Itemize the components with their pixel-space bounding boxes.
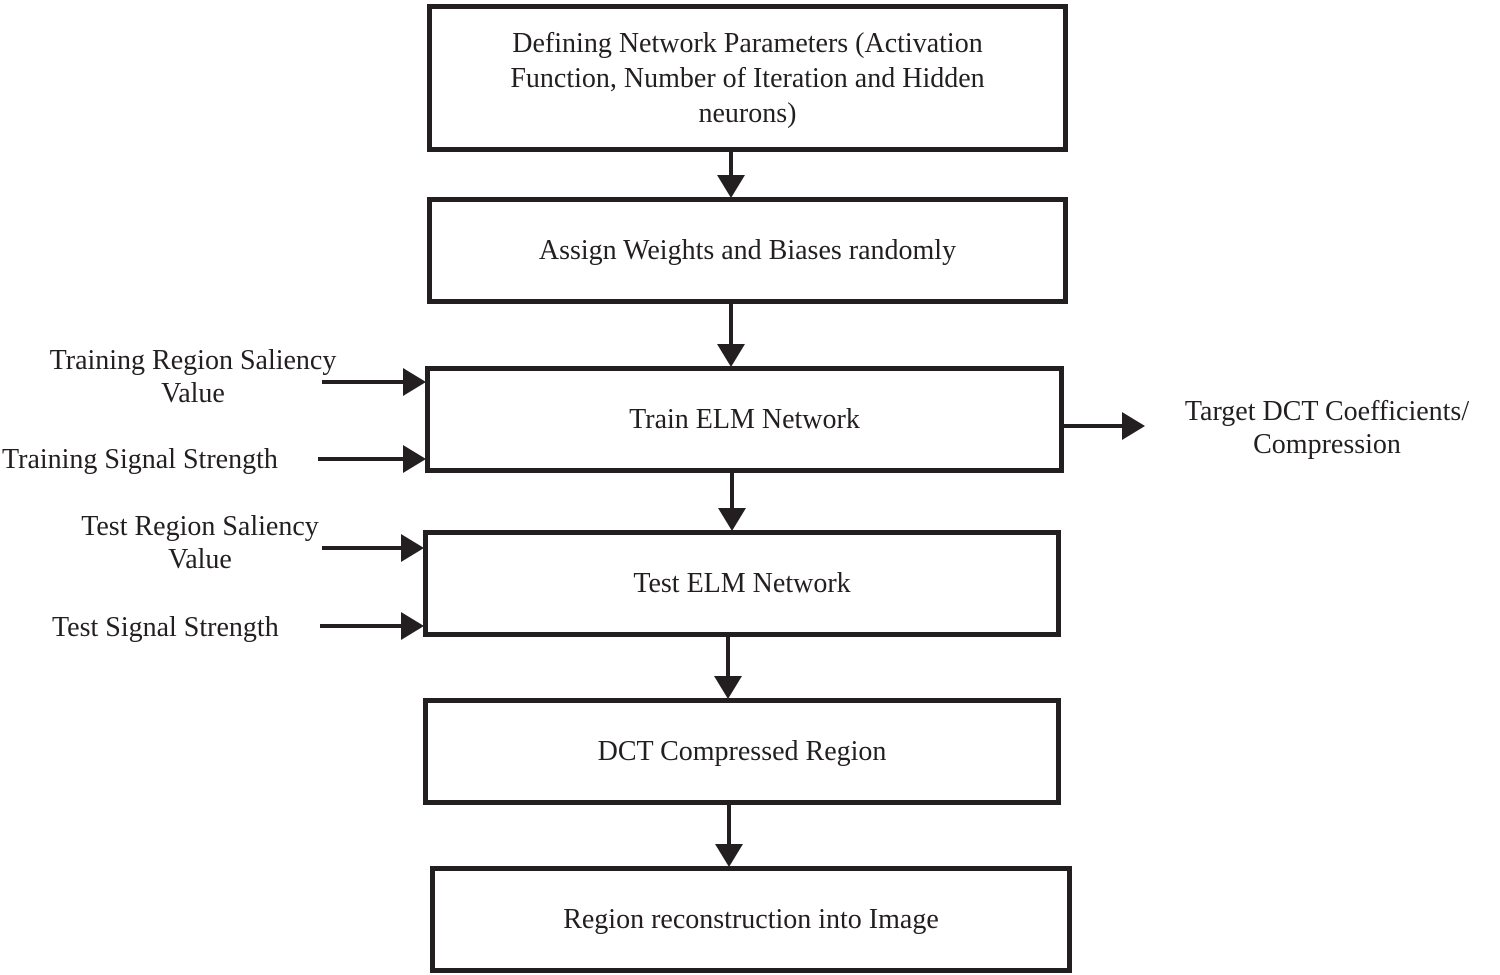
arrow-down-icon [714,636,742,699]
arrow-down-icon [718,472,746,531]
arrow-stem [322,380,408,384]
arrow-head [714,676,742,699]
flow-box-label: Assign Weights and Biases randomly [538,235,957,266]
input-label-test-signal-strength: Test Signal Strength [52,612,279,643]
arrow-stem [1063,424,1127,428]
input-label-training-signal-strength: Training Signal Strength [2,444,278,475]
arrow-right-icon [322,368,426,396]
flow-box-region-reconstruction: Region reconstruction into Image [430,866,1072,973]
arrow-head [403,445,426,473]
output-label-target-dct-coefficients: Target DCT Coefficients/ Compression [1184,396,1470,460]
arrow-down-icon [715,803,743,867]
flow-box-label: Test ELM Network [633,568,851,599]
input-label-training-region-saliency: Training Region Saliency Value [49,345,337,409]
arrow-head [1122,412,1145,440]
arrow-stem [318,457,408,461]
arrow-stem [322,546,406,550]
arrow-right-icon [322,534,424,562]
arrow-head [401,534,424,562]
flow-box-label: Defining Network Parameters (Activation … [510,27,985,129]
arrow-head [401,612,424,640]
arrow-right-icon [1063,412,1145,440]
flow-box-label: Train ELM Network [629,404,860,435]
arrow-stem [727,803,731,849]
flow-box-label: Region reconstruction into Image [563,904,939,935]
arrow-down-icon [717,150,745,198]
arrow-stem [729,303,733,349]
input-label-test-region-saliency: Test Region Saliency Value [81,511,319,575]
flow-box-label: DCT Compressed Region [597,736,887,767]
flow-box-assign-weights: Assign Weights and Biases randomly [427,197,1068,304]
arrow-right-icon [318,445,426,473]
arrow-stem [730,472,734,513]
arrow-stem [726,636,730,681]
flow-box-dct-compressed-region: DCT Compressed Region [423,698,1061,805]
arrow-head [718,508,746,531]
flow-box-train-elm-network: Train ELM Network [425,366,1064,473]
arrow-head [717,344,745,367]
arrow-head [403,368,426,396]
arrow-head [715,844,743,867]
flow-box-test-elm-network: Test ELM Network [423,530,1061,637]
arrow-down-icon [717,303,745,367]
arrow-stem [320,624,406,628]
arrow-right-icon [320,612,424,640]
flow-box-define-network-parameters: Defining Network Parameters (Activation … [427,4,1068,152]
arrow-head [717,175,745,198]
arrow-stem [729,150,733,180]
